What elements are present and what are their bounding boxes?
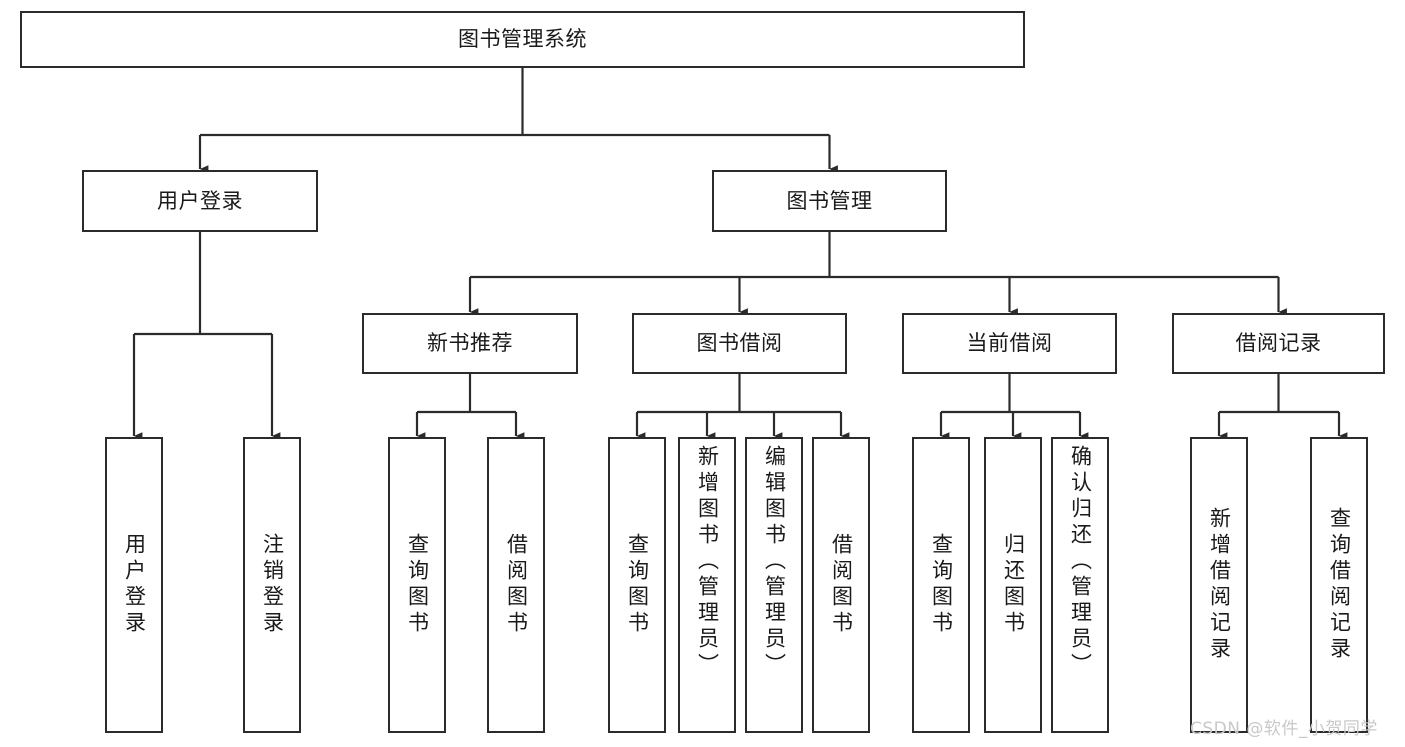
leaf-query-book-current[interactable]: 查询图书: [912, 437, 970, 733]
node-label: 查询图书: [929, 533, 954, 637]
node-label: 编辑图书（管理员）: [762, 445, 787, 679]
node-label: 归还图书: [1001, 533, 1026, 637]
node-label: 注销登录: [260, 533, 285, 637]
node-label: 借阅图书: [829, 533, 854, 637]
node-label: 用户登录: [122, 533, 147, 637]
node-user-login[interactable]: 用户登录: [82, 170, 318, 232]
node-label: 新书推荐: [427, 331, 513, 356]
node-book-management[interactable]: 图书管理: [712, 170, 947, 232]
leaf-add-book-admin[interactable]: 新增图书（管理员）: [678, 437, 736, 733]
leaf-borrow-book-recommend[interactable]: 借阅图书: [487, 437, 545, 733]
node-new-book-recommend[interactable]: 新书推荐: [362, 313, 578, 374]
leaf-add-borrow-record[interactable]: 新增借阅记录: [1190, 437, 1248, 733]
leaf-query-book-recommend[interactable]: 查询图书: [388, 437, 446, 733]
node-label: 借阅记录: [1235, 331, 1322, 356]
node-root[interactable]: 图书管理系统: [20, 11, 1025, 68]
node-book-borrow[interactable]: 图书借阅: [632, 313, 847, 374]
node-label: 新增图书（管理员）: [695, 445, 720, 679]
node-label: 查询图书: [625, 533, 650, 637]
leaf-return-book[interactable]: 归还图书: [984, 437, 1042, 733]
leaf-query-borrow-record[interactable]: 查询借阅记录: [1310, 437, 1368, 733]
leaf-logout[interactable]: 注销登录: [243, 437, 301, 733]
leaf-confirm-return-admin[interactable]: 确认归还（管理员）: [1051, 437, 1109, 733]
node-label: 用户登录: [157, 188, 243, 213]
leaf-query-book-borrow[interactable]: 查询图书: [608, 437, 666, 733]
node-label: 图书管理: [786, 188, 873, 213]
node-label: 查询图书: [405, 533, 430, 637]
leaf-user-login[interactable]: 用户登录: [105, 437, 163, 733]
node-label: 借阅图书: [504, 533, 529, 637]
node-label: 当前借阅: [966, 331, 1053, 356]
node-label: 查询借阅记录: [1327, 507, 1352, 663]
leaf-edit-book-admin[interactable]: 编辑图书（管理员）: [745, 437, 803, 733]
node-label: 确认归还（管理员）: [1068, 445, 1093, 679]
node-label: 图书借阅: [696, 331, 783, 356]
leaf-borrow-book[interactable]: 借阅图书: [812, 437, 870, 733]
node-current-borrow[interactable]: 当前借阅: [902, 313, 1117, 374]
node-borrow-record[interactable]: 借阅记录: [1172, 313, 1385, 374]
node-label: 图书管理系统: [458, 27, 587, 52]
node-label: 新增借阅记录: [1207, 507, 1232, 663]
edge-group: [132, 68, 1348, 440]
